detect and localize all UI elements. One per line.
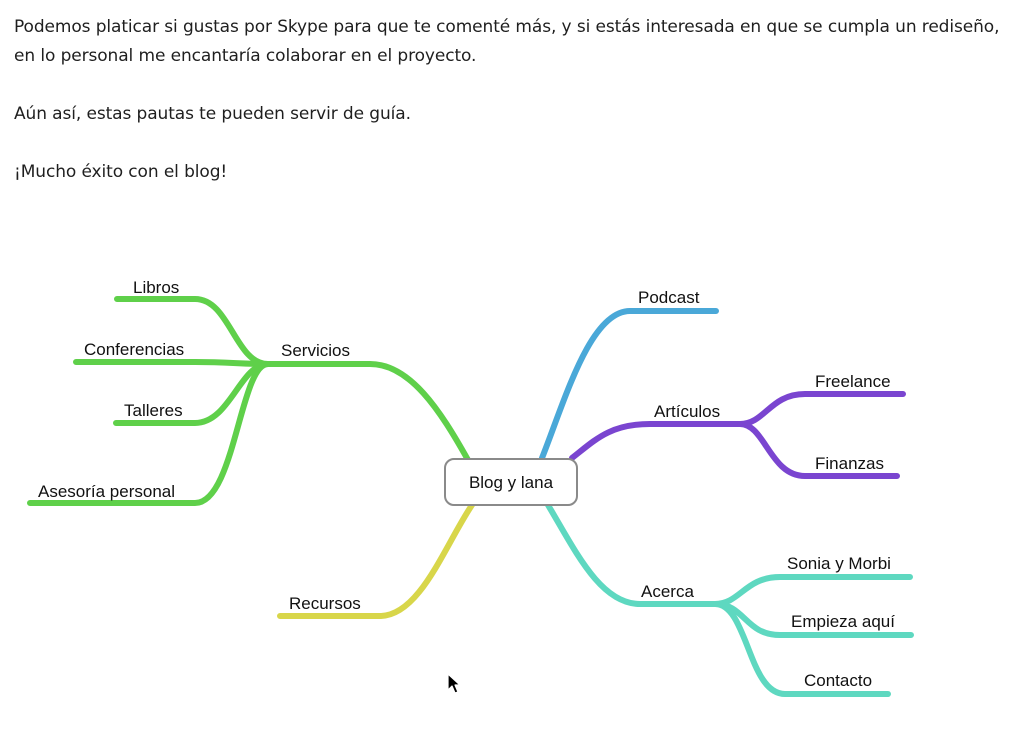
node-freelance[interactable]: Freelance — [815, 372, 891, 391]
mouse-pointer-icon — [447, 673, 461, 694]
branch-recursos: Recursos — [277, 502, 475, 619]
message-paragraph-closing: ¡Mucho éxito con el blog! — [14, 162, 228, 182]
node-asesoria-personal[interactable]: Asesoría personal — [38, 482, 175, 501]
connector-root-articulos — [569, 421, 743, 461]
node-acerca[interactable]: Acerca — [641, 582, 694, 601]
root-node-label: Blog y lana — [469, 473, 554, 492]
message-paragraph-skype: Podemos platicar si gustas por Skype par… — [14, 17, 1000, 66]
connector-finanzas — [737, 421, 900, 479]
root-node-box — [444, 458, 578, 506]
connector-root-recursos — [277, 502, 475, 619]
branch-podcast: Podcast — [539, 288, 719, 461]
connector-contacto — [712, 601, 891, 697]
node-finanzas[interactable]: Finanzas — [815, 454, 884, 473]
node-recursos[interactable]: Recursos — [289, 594, 361, 613]
connector-freelance — [737, 391, 906, 427]
connector-root-podcast — [539, 308, 719, 461]
node-empieza-aqui[interactable]: Empieza aquí — [791, 612, 895, 631]
connector-root-servicios — [265, 361, 471, 463]
connector-sonia-y-morbi — [712, 574, 913, 607]
node-conferencias[interactable]: Conferencias — [84, 340, 184, 359]
root-node[interactable]: Blog y lana — [444, 458, 578, 506]
node-sonia-y-morbi[interactable]: Sonia y Morbi — [787, 554, 891, 573]
branch-acerca: Acerca Sonia y Morbi Empieza aquí Contac… — [545, 502, 914, 697]
node-libros[interactable]: Libros — [133, 278, 179, 297]
node-talleres[interactable]: Talleres — [124, 401, 183, 420]
connector-conferencias — [73, 359, 271, 367]
message-paragraph-guide: Aún así, estas pautas te pueden servir d… — [14, 104, 411, 124]
node-articulos[interactable]: Artículos — [654, 402, 720, 421]
branch-servicios: Servicios Libros Conferencias Talleres A… — [27, 278, 471, 506]
connector-asesoria — [27, 361, 271, 506]
node-contacto[interactable]: Contacto — [804, 671, 872, 690]
branch-articulos: Artículos Freelance Finanzas — [569, 372, 906, 479]
connector-root-acerca — [545, 502, 718, 607]
node-podcast[interactable]: Podcast — [638, 288, 700, 307]
node-servicios[interactable]: Servicios — [281, 341, 350, 360]
